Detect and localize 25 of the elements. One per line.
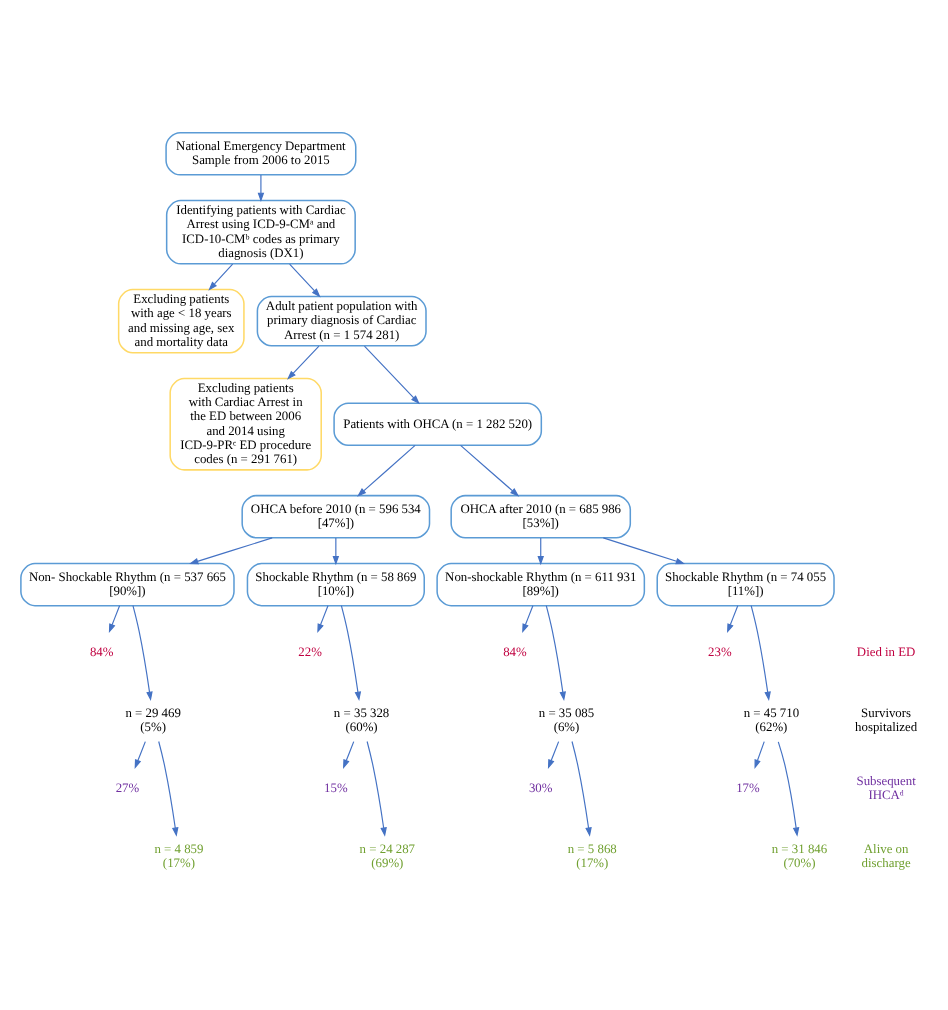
arrow bbox=[108, 605, 121, 634]
arrow bbox=[777, 741, 800, 837]
arrow bbox=[208, 263, 234, 291]
arrow bbox=[287, 345, 320, 380]
arrow bbox=[340, 605, 362, 702]
arrow bbox=[366, 740, 387, 837]
arrow bbox=[750, 605, 771, 702]
arrow bbox=[158, 740, 179, 837]
arrow bbox=[332, 537, 340, 566]
arrow bbox=[134, 741, 146, 769]
arrow bbox=[727, 605, 739, 634]
arrow bbox=[547, 741, 560, 769]
arrow bbox=[132, 605, 153, 702]
arrow bbox=[571, 740, 592, 837]
arrow bbox=[522, 605, 534, 634]
arrow bbox=[257, 174, 265, 203]
arrow bbox=[754, 741, 765, 769]
arrow bbox=[317, 605, 329, 634]
arrow bbox=[357, 444, 416, 497]
arrow bbox=[537, 537, 544, 566]
arrow bbox=[460, 444, 520, 497]
arrow bbox=[343, 741, 355, 769]
arrow bbox=[289, 263, 321, 298]
arrow bbox=[363, 345, 420, 405]
arrow bbox=[545, 605, 566, 702]
